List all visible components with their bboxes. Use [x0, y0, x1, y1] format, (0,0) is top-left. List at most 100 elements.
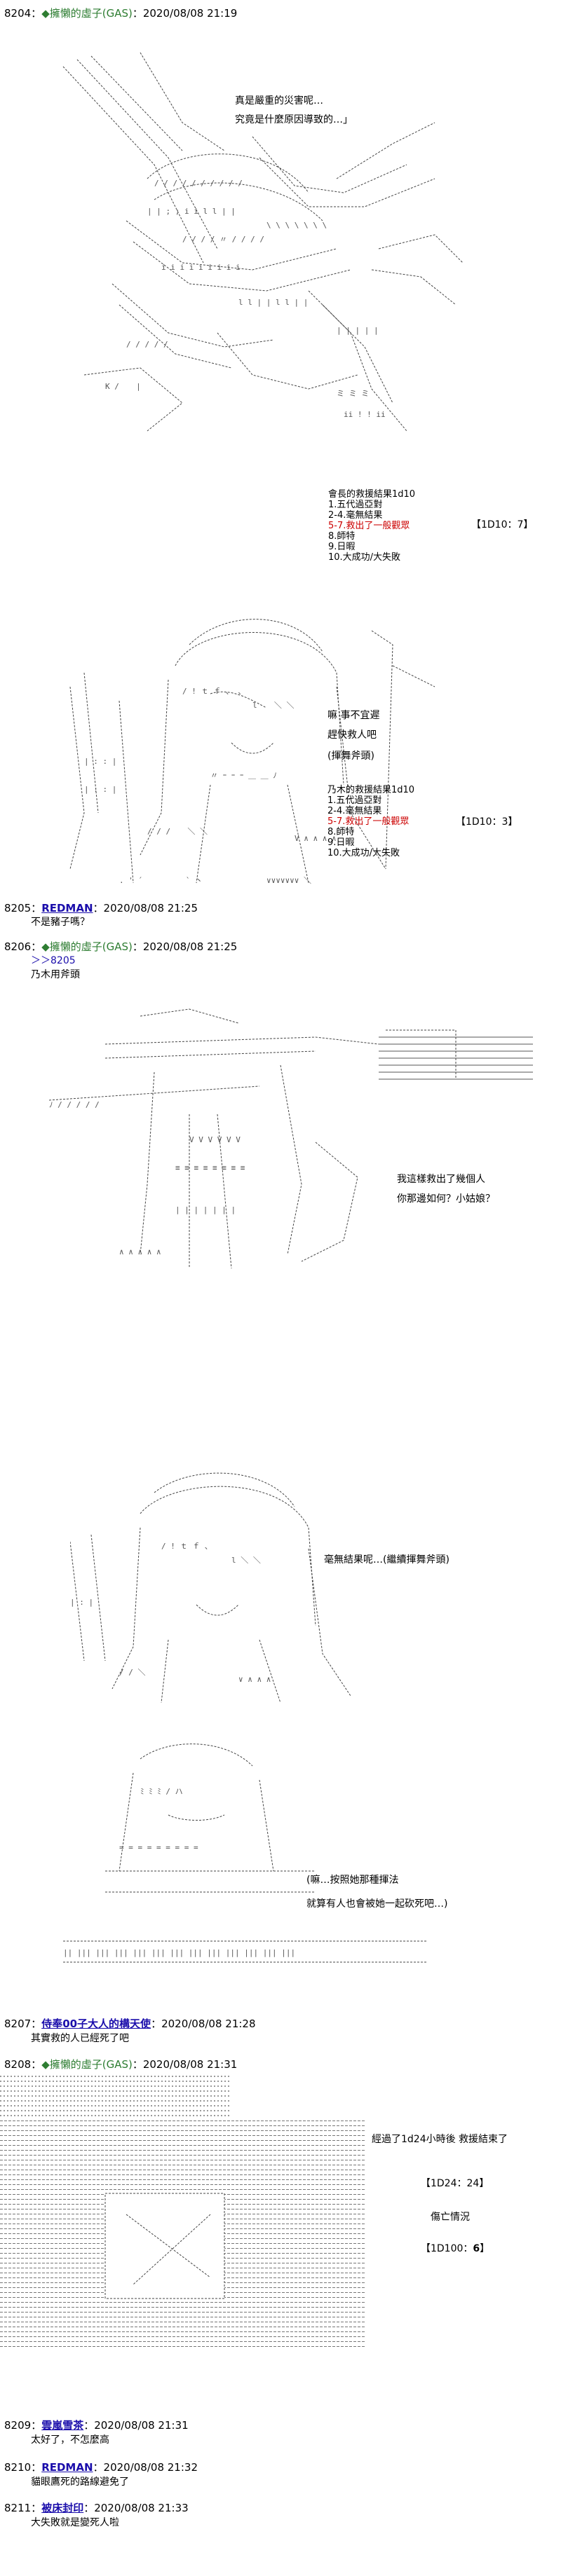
- svg-text:〃 ｰ ｰ ｰ ＿ ＿ ﾉ: 〃 ｰ ｰ ｰ ＿ ＿ ﾉ: [210, 771, 277, 780]
- post-number: 8206：: [4, 940, 42, 953]
- poster-trip[interactable]: ◆擁懶的虛子(GAS): [41, 7, 133, 20]
- post-header-8208: 8208：◆擁懶的虛子(GAS)：2020/08/08 21:31: [4, 2057, 237, 2071]
- svg-text:ミ ミ ミ: ミ ミ ミ: [337, 389, 369, 398]
- svg-text:\ \ \ \ \ \ \: \ \ \ \ \ \ \: [266, 221, 327, 230]
- roll-result-2: 【1D10：3】: [456, 816, 518, 828]
- poster-trip[interactable]: ◆擁懶的虛子(GAS): [41, 2058, 133, 2071]
- svg-text:∨ ∧ ∧ ∧: ∨ ∧ ∧ ∧: [238, 1675, 271, 1684]
- reply-link-8205[interactable]: ＞＞8205: [31, 955, 76, 966]
- post-number: 8208：: [4, 2058, 42, 2071]
- ascii-art-girl-axe: / ! ｔ ｆ 、 、 l ＼ ＼ 〃 ｰ ｰ ｰ ＿ ＿ ﾉ | : : | …: [56, 603, 491, 897]
- post-header-8206: 8206：◆擁懶的虛子(GAS)：2020/08/08 21:25: [4, 939, 237, 954]
- post-number: 8209：: [4, 2419, 42, 2432]
- poster-name-link[interactable]: REDMAN: [41, 2461, 93, 2474]
- svg-text:/ ! ｔ ｆ 、 、: / ! ｔ ｆ 、 、: [182, 687, 245, 696]
- roll-title: 會長的救援結果1d10: [328, 489, 416, 500]
- dialogue-8204-2: 究竟是什麼原因導致的…」: [235, 114, 353, 125]
- svg-text:/ / / / / / / / / /: / / / / / / / / / /: [154, 179, 243, 188]
- ascii-art-girl-2: / ! ｔ ｆ 、 l ＼ ＼ | : | / / ＼ ∨ ∧ ∧ ∧: [70, 1465, 365, 1710]
- roll-item: 8.師特: [328, 531, 356, 542]
- roll-result-1: 【1D10：7】: [471, 519, 534, 530]
- post-date: ：2020/08/08 21:28: [151, 2017, 256, 2030]
- roll-block-2: 乃木的救援結果1d10 1.五代過亞對 2-4.毫無結果 5-7.救出了一般觀眾…: [327, 785, 414, 858]
- post-header-8207: 8207：侍奉00子大人的構天使：2020/08/08 21:28: [4, 2016, 256, 2031]
- dialogue-man-4: 就算有人也會被她一起砍死吧…): [306, 1898, 448, 1910]
- svg-text:∧ ∧ ∧ ∧ ∧: ∧ ∧ ∧ ∧ ∧: [119, 1247, 161, 1256]
- svg-text:| : |: | : |: [70, 1598, 93, 1607]
- roll-item: 10.大成功/大失敗: [328, 552, 401, 563]
- svg-text:≡ ≡ ≡ ≡ ≡ ≡ ≡ ≡: ≡ ≡ ≡ ≡ ≡ ≡ ≡ ≡: [175, 1163, 245, 1172]
- svg-text:| | | | | | |: | | | | | | |: [175, 1205, 236, 1214]
- poster-trip[interactable]: ◆擁懶的虛子(GAS): [41, 940, 133, 953]
- svg-text:l ＼ ＼: l ＼ ＼: [231, 1556, 261, 1565]
- post-date: ：2020/08/08 21:25: [132, 940, 238, 953]
- dialogue-8204-1: 真是嚴重的災害呢…: [235, 95, 323, 107]
- roll-block-1: 會長的救援結果1d10 1.五代過亞對 2-4.毫無結果 5-7.救出了一般觀眾…: [328, 489, 415, 563]
- svg-text:l l | | l l | |: l l | | l l | |: [238, 298, 308, 307]
- post-date: ：2020/08/08 21:32: [93, 2461, 198, 2474]
- ascii-art-man-closeup: ﾐ ﾐ ﾐ / ハ = = = = = = = = = || ||| ||| |…: [63, 1731, 428, 1976]
- post-number: 8210：: [4, 2461, 42, 2474]
- post-number: 8207：: [4, 2017, 42, 2030]
- poster-name-link[interactable]: 侍奉00子大人的構天使: [41, 2017, 151, 2030]
- svg-text:/ ! ｔ ｆ 、: / ! ｔ ｆ 、: [161, 1542, 212, 1551]
- roll-item: 10.大成功/大失敗: [327, 848, 400, 858]
- svg-text:/ / / / 〃 / / / /: / / / / 〃 / / / /: [182, 235, 264, 244]
- dialogue-girl-2: 趕快救人吧: [327, 729, 377, 741]
- post-date: ：2020/08/08 21:31: [83, 2419, 189, 2432]
- post-body-8206: 乃木用斧頭: [31, 969, 80, 980]
- svg-text:l ＼ ＼: l ＼ ＼: [252, 701, 295, 710]
- post-date: ：2020/08/08 21:31: [132, 2058, 238, 2071]
- svg-text:. ' ´ ` 丶: . ' ´ ` 丶: [119, 876, 203, 885]
- svg-text:| : : |: | : : |: [84, 785, 116, 794]
- post-body-8210: 貓眼鷹死的路線避免了: [31, 2476, 129, 2488]
- post-date: ：2020/08/08 21:25: [93, 902, 198, 914]
- roll-item: 9.日暇: [328, 542, 356, 552]
- roll-result-1d100: 【1D100：6】: [421, 2241, 489, 2255]
- post-number: 8205：: [4, 902, 42, 914]
- roll-result-1d24: 【1D24：24】: [421, 2178, 489, 2189]
- ascii-art-man-axe: ﾉ / / / / / V V V V V V ≡ ≡ ≡ ≡ ≡ ≡ ≡ ≡ …: [49, 1002, 540, 1282]
- rescue-end-text: 經過了1d24小時後 救援結束了: [372, 2134, 508, 2145]
- svg-text:| : : |: | : : |: [84, 757, 116, 766]
- dialogue-girl-1: 嘛 事不宜遲: [327, 710, 380, 721]
- poster-name-link[interactable]: 被床封印: [41, 2502, 84, 2514]
- roll-item: 1.五代過亞對: [328, 500, 383, 510]
- svg-text:/ / / ＼ ＼: / / / ＼ ＼: [147, 827, 208, 836]
- svg-text:|| ||| ||| ||| ||| ||| ||| |||: || ||| ||| ||| ||| ||| ||| ||| ||| ||| |…: [63, 1948, 295, 1957]
- poster-name-link[interactable]: 雲嵐雪茶: [41, 2419, 84, 2432]
- dialogue-girl-3: (揮舞斧頭): [327, 751, 374, 762]
- svg-text:| | | | |: | | | | |: [337, 326, 379, 335]
- ascii-art-giant: / / / / / / / / / / | | ; ; i i l l | | …: [42, 39, 477, 459]
- roll-item-highlighted: 5-7.救出了一般觀眾: [328, 521, 410, 531]
- post-number: 8211：: [4, 2502, 42, 2514]
- post-header-8205: 8205：REDMAN：2020/08/08 21:25: [4, 900, 198, 915]
- svg-text:/ / ＼: / / ＼: [119, 1668, 146, 1677]
- roll-title: 乃木的救援結果1d10: [327, 785, 415, 795]
- casualty-label: 傷亡情況: [431, 2212, 470, 2223]
- svg-text:= = = = = = = = =: = = = = = = = = =: [119, 1843, 198, 1852]
- roll-item-highlighted: 5-7.救出了一般觀眾: [327, 816, 410, 827]
- svg-text:/ / / / /: / / / / /: [126, 340, 168, 349]
- dialogue-man-2: 你那邊如何？小姑娘？: [397, 1193, 495, 1205]
- svg-text:V ∧ ∧ ∧ ∧: V ∧ ∧ ∧ ∧: [295, 834, 337, 843]
- svg-text:K / |: K / |: [105, 382, 141, 391]
- post-body-8207: 其實救的人已經死了吧: [31, 2033, 129, 2044]
- roll-result-value: 6: [473, 2243, 480, 2254]
- post-header-8209: 8209：雲嵐雪茶：2020/08/08 21:31: [4, 2418, 189, 2432]
- dialogue-man-3: (嘛…按照她那種揮法: [306, 1875, 399, 1886]
- post-body-8205: 不是豬子嗎？: [31, 917, 90, 928]
- roll-item: 2-4.毫無結果: [328, 510, 383, 521]
- svg-text:ii ! ! ii: ii ! ! ii: [344, 410, 386, 419]
- roll-item: 1.五代過亞對: [327, 795, 382, 806]
- poster-name-link[interactable]: REDMAN: [41, 902, 93, 914]
- dialogue-man-1: 我這樣救出了幾個人: [397, 1174, 485, 1185]
- svg-text:ﾐ ﾐ ﾐ / ハ: ﾐ ﾐ ﾐ / ハ: [140, 1787, 183, 1796]
- post-date: ：2020/08/08 21:19: [132, 7, 238, 20]
- svg-text:∨∨∨∨∨∨∨ ＼: ∨∨∨∨∨∨∨ ＼: [266, 876, 311, 885]
- roll-item: 2-4.毫無結果: [327, 806, 382, 816]
- dialogue-girl-4: 毫無結果呢…(繼續揮舞斧頭): [324, 1554, 450, 1566]
- svg-text:| | ; ; i i l l | |: | | ; ; i i l l | |: [147, 207, 236, 216]
- post-body-8211: 大失敗就是變死人啦: [31, 2517, 119, 2528]
- roll-item: 8.師特: [327, 827, 355, 837]
